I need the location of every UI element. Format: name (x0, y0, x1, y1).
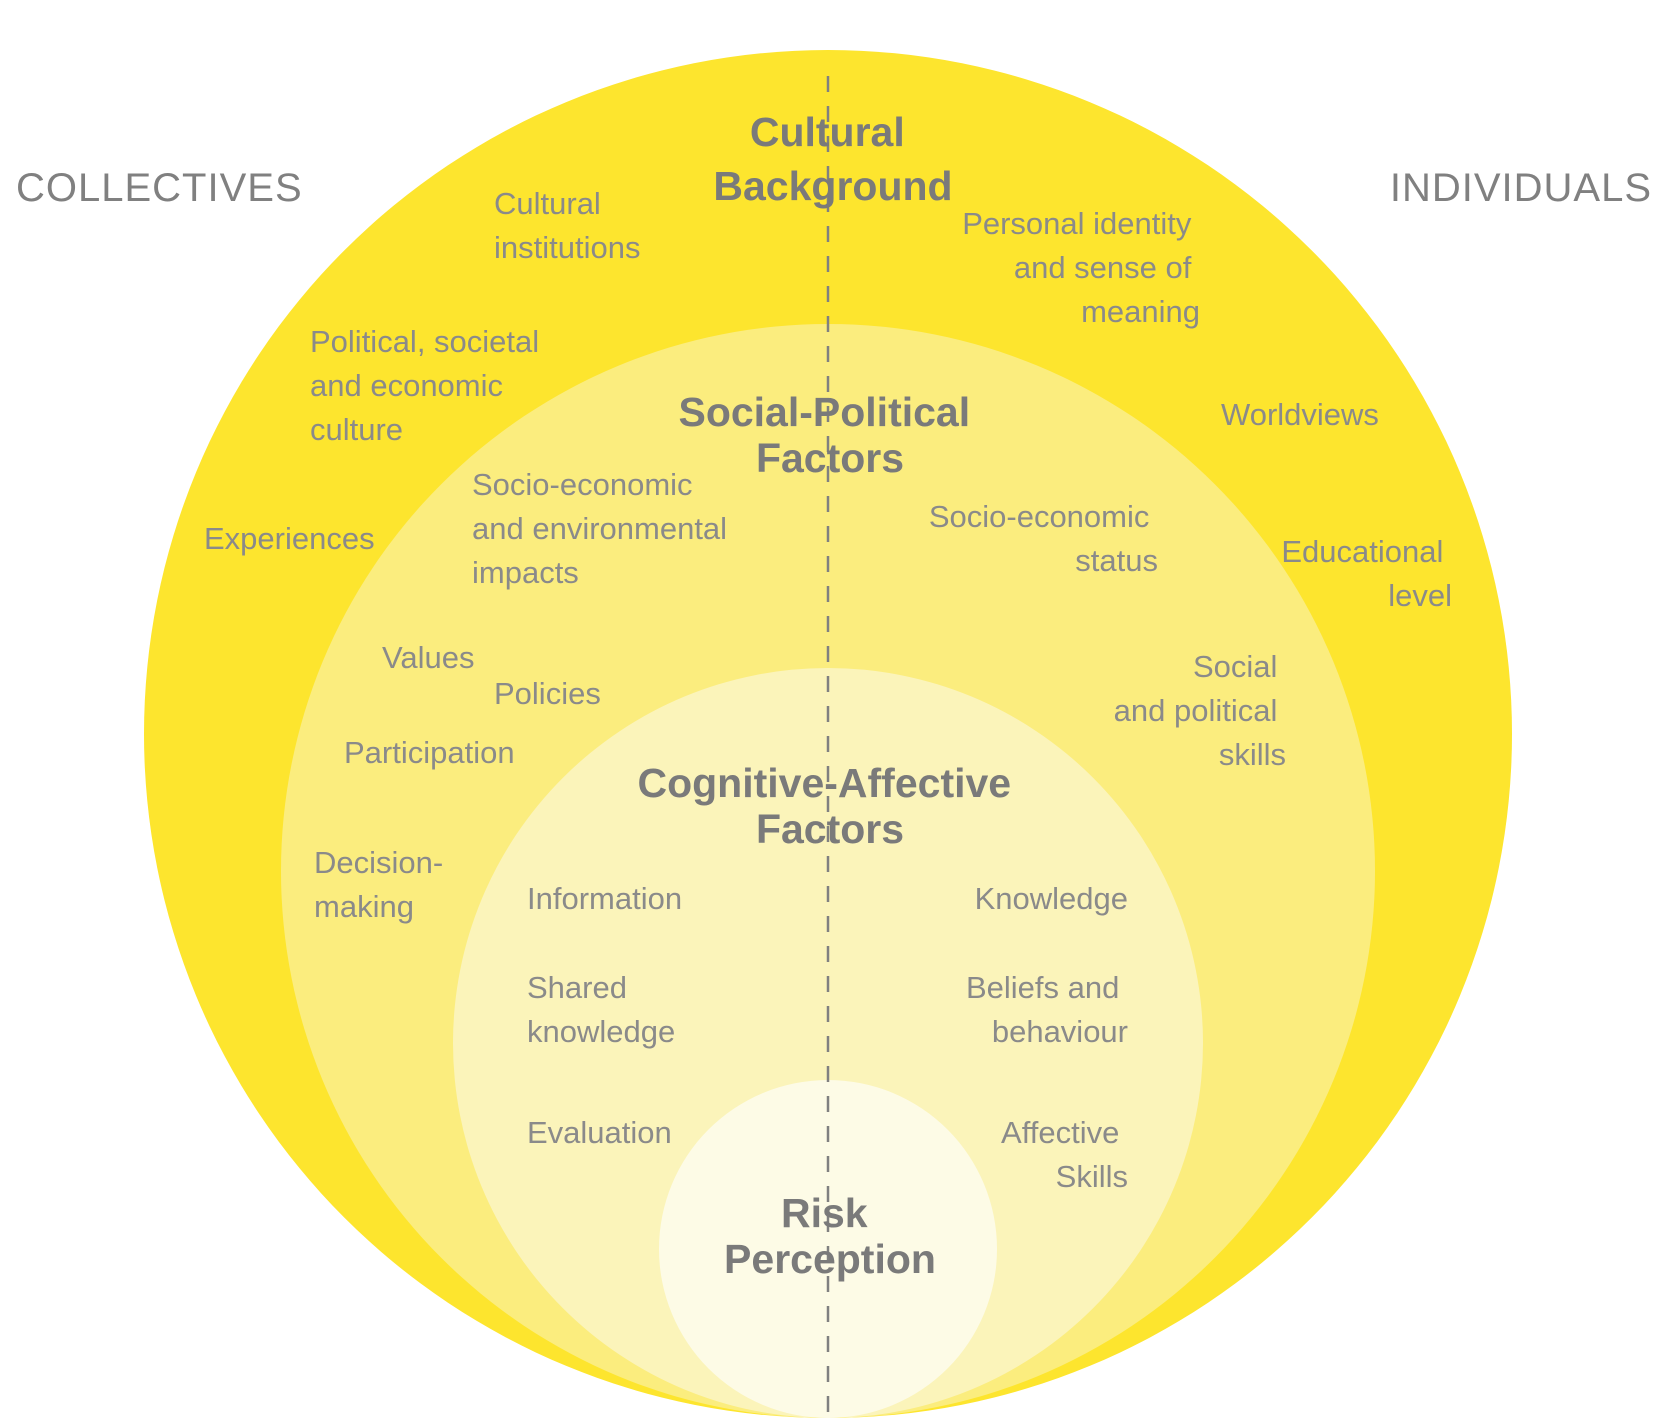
individuals-label: INDIVIDUALS (1390, 166, 1652, 210)
socio-economic-status-label: Socio-economic status (929, 499, 1158, 578)
collectives-label: COLLECTIVES (16, 166, 303, 210)
cultural-background-title: Cultural Background (713, 109, 952, 209)
worldviews-label: Worldviews (1221, 397, 1379, 432)
personal-identity-label: Personal identity and sense of meaning (962, 206, 1200, 329)
affective-skills-label: Affective Skills (1001, 1115, 1128, 1194)
socio-economic-impacts-label: Socio-economic and environmental impacts (472, 467, 736, 590)
political-societal-culture-label: Political, societal and economic culture (310, 324, 548, 447)
cultural-institutions-label: Cultural institutions (494, 186, 640, 265)
social-political-skills-label: Social and political skills (1114, 649, 1286, 772)
risk-perception-title: Risk Perception (724, 1190, 936, 1282)
experiences-label: Experiences (204, 521, 375, 556)
knowledge-label: Knowledge (975, 881, 1128, 916)
participation-label: Participation (344, 735, 515, 770)
information-label: Information (527, 881, 682, 916)
cognitive-affective-title: Cognitive-Affective Factors (637, 760, 1022, 852)
shared-knowledge-label: Shared knowledge (527, 970, 675, 1049)
policies-label: Policies (494, 676, 601, 711)
social-political-title: Social-Political Factors (678, 389, 981, 481)
decision-making-label: Decision- making (314, 845, 452, 924)
educational-level-label: Educational level (1281, 534, 1452, 613)
beliefs-behaviour-label: Beliefs and behaviour (966, 970, 1128, 1049)
evaluation-label: Evaluation (527, 1115, 672, 1150)
values-label: Values (382, 640, 475, 675)
